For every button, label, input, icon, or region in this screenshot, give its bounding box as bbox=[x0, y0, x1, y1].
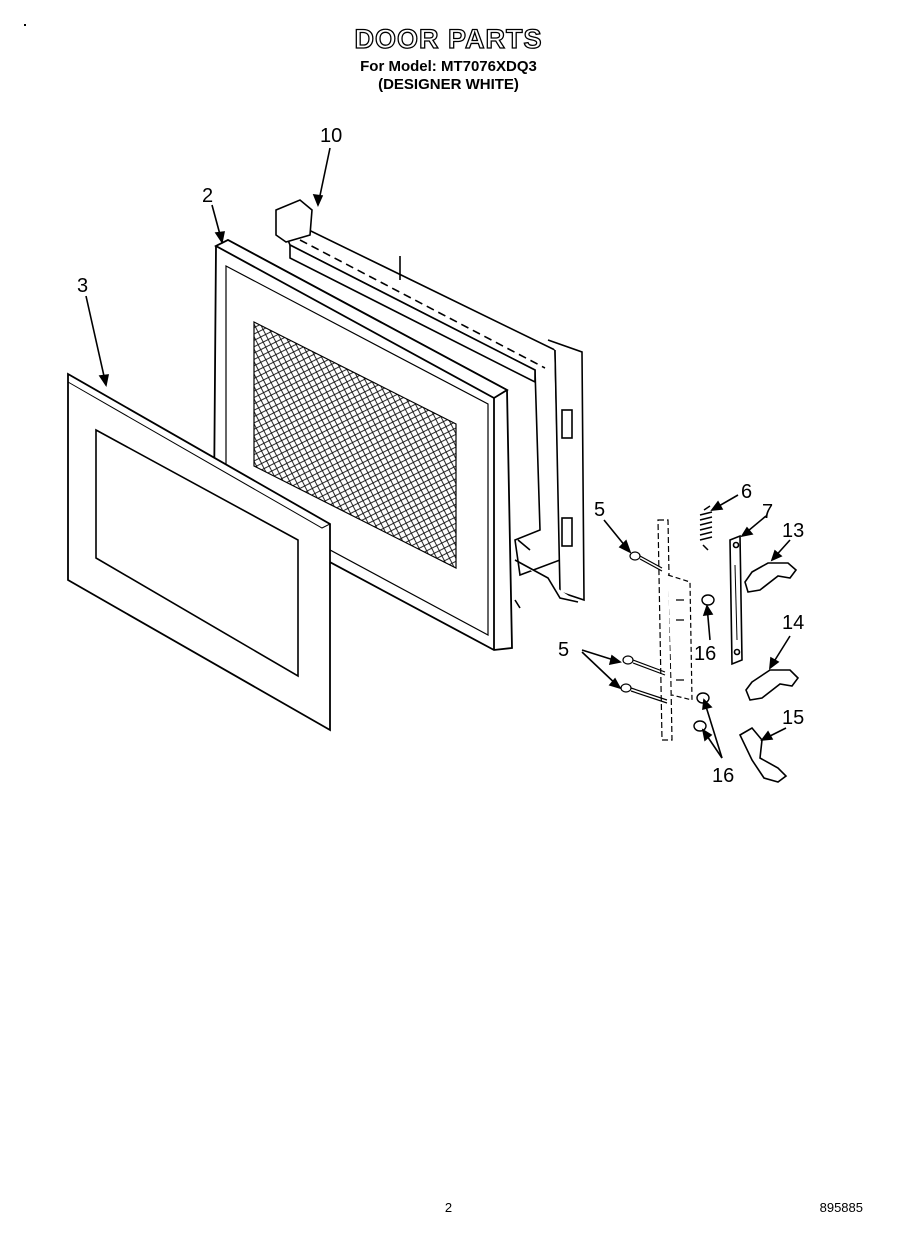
stray-dot bbox=[24, 24, 26, 26]
callout-16-upper: 16 bbox=[694, 643, 716, 665]
callout-5-lower: 5 bbox=[558, 639, 569, 661]
callout-3: 3 bbox=[77, 275, 88, 297]
callout-15: 15 bbox=[782, 707, 804, 729]
door-outer-panel-part bbox=[67, 372, 332, 732]
variant-line: (DESIGNER WHITE) bbox=[378, 76, 519, 93]
latch-trigger-part bbox=[738, 726, 788, 783]
callout-7: 7 bbox=[762, 501, 773, 523]
callout-6: 6 bbox=[741, 481, 752, 503]
document-code: 895885 bbox=[819, 1200, 863, 1215]
spring-part bbox=[699, 505, 713, 551]
callout-2: 2 bbox=[202, 185, 213, 207]
latch-hook-14-part bbox=[745, 669, 800, 701]
model-line: For Model: MT7076XDQ3 bbox=[360, 58, 537, 75]
callout-5-upper: 5 bbox=[594, 499, 605, 521]
page-title: DOOR PARTS bbox=[354, 23, 543, 54]
callout-10: 10 bbox=[320, 125, 342, 147]
callout-14: 14 bbox=[782, 612, 804, 634]
callout-16-lower: 16 bbox=[712, 765, 734, 787]
nut-part bbox=[693, 594, 715, 732]
door-panel-part bbox=[213, 238, 513, 651]
latch-bracket-part bbox=[657, 519, 693, 741]
callout-13: 13 bbox=[782, 520, 804, 542]
latch-hook-13-part bbox=[744, 562, 798, 593]
leader-lines bbox=[85, 147, 791, 759]
page-number: 2 bbox=[444, 1200, 453, 1215]
door-frame-assembly-part bbox=[275, 199, 585, 609]
latch-lever-part bbox=[729, 534, 743, 666]
screw-part bbox=[620, 551, 668, 704]
